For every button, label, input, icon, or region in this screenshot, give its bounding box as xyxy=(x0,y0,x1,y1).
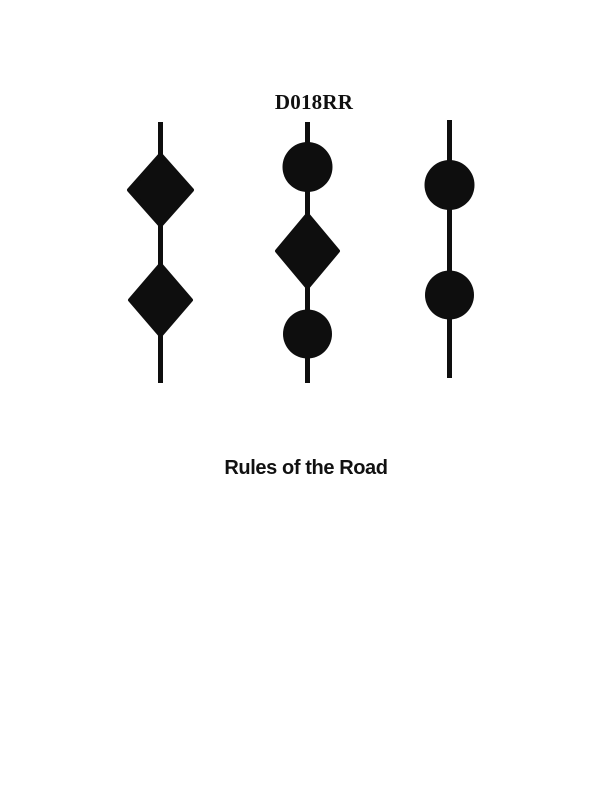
diamond-dayshape xyxy=(275,212,340,290)
ball-dayshape xyxy=(283,309,332,359)
dayshape-hoist-right xyxy=(424,120,475,378)
diamond-dayshape xyxy=(128,262,193,338)
ball-dayshape xyxy=(424,160,475,210)
figure-caption: Rules of the Road xyxy=(224,457,388,479)
ball-dayshape xyxy=(425,270,474,320)
figure-code-title: D018RR xyxy=(274,90,354,114)
ball-dayshape xyxy=(282,142,333,192)
diamond-dayshape xyxy=(127,152,194,228)
dayshape-hoist-middle xyxy=(275,122,340,383)
dayshape-hoist-left xyxy=(127,122,194,383)
